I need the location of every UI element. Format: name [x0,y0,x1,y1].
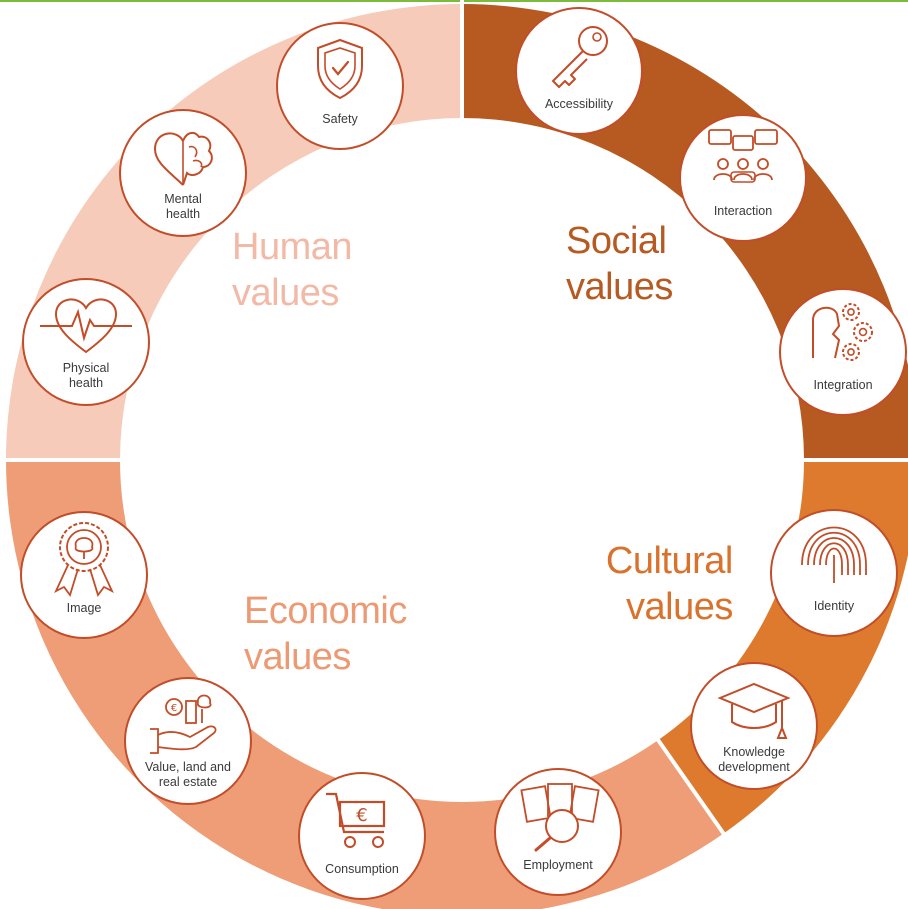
human-values-title: Human values [232,224,353,316]
badge-label: health [166,207,200,221]
badge-label: Knowledge [723,745,785,759]
value-badge-accessibility: Accessibility [515,7,643,135]
badge-circle [124,677,252,805]
key-icon [552,26,608,88]
value-badge-safety: Safety [276,22,404,150]
svg-text:€: € [356,805,367,826]
cultural-values-title: Cultural values [604,538,733,630]
heart-pulse-icon [40,298,132,354]
graduation-cap-icon [717,682,791,739]
heart-brain-icon [153,131,213,186]
value-badge-identity: Identity [770,509,898,637]
cv-search-icon [520,783,600,852]
badge-label: Safety [322,112,358,126]
human-values-title-line1: Human [232,226,353,268]
chat-group-icon [708,129,778,183]
badge-label: Value, land and [145,760,231,774]
value-badge-image: Image [20,511,148,639]
economic-values-title-line2: values [244,636,351,678]
badge-circle [20,511,148,639]
badge-circle [22,278,150,406]
badge-label: health [69,376,103,390]
badge-circle [276,22,404,150]
value-badge-consumption: € Consumption [298,772,426,900]
badge-circle [690,662,818,790]
economic-values-title-line1: Economic [244,590,407,632]
badge-label: real estate [159,775,217,789]
badge-circle [779,288,907,416]
value-badge-interaction: Interaction [679,114,807,242]
social-values-title-line2: values [566,266,673,308]
badge-label: Employment [523,858,593,872]
badge-label: Consumption [325,862,399,876]
value-badge-integration: Integration [779,288,907,416]
cultural-values-title-line1: Cultural [605,540,733,582]
social-values-title: Social values [566,218,673,310]
badge-label: development [718,760,790,774]
badge-label: Image [67,601,102,615]
badge-circle [298,772,426,900]
fingerprint-icon [801,526,867,583]
cultural-values-title-line2: values [626,586,733,628]
badge-label: Physical [63,361,110,375]
hand-euro-icon: € [150,694,217,754]
shield-check-icon [317,38,363,100]
human-values-title-line2: values [232,272,339,314]
svg-text:€: € [171,703,177,714]
value-badge-employment: Employment [494,768,622,896]
badge-label: Interaction [714,204,772,218]
award-tree-icon [54,522,114,597]
badge-circle [679,114,807,242]
badge-label: Accessibility [545,97,614,111]
top-rule [0,0,908,2]
badge-label: Mental [164,192,202,206]
divider-bottom-right [654,735,728,838]
social-values-title-line1: Social [566,220,667,262]
badge-circle [515,7,643,135]
badge-label: Identity [814,599,855,613]
badge-label: Integration [813,378,872,392]
economic-values-title: Economic values [244,588,407,680]
gears-head-icon [812,303,873,361]
cart-euro-icon: € [326,792,386,848]
